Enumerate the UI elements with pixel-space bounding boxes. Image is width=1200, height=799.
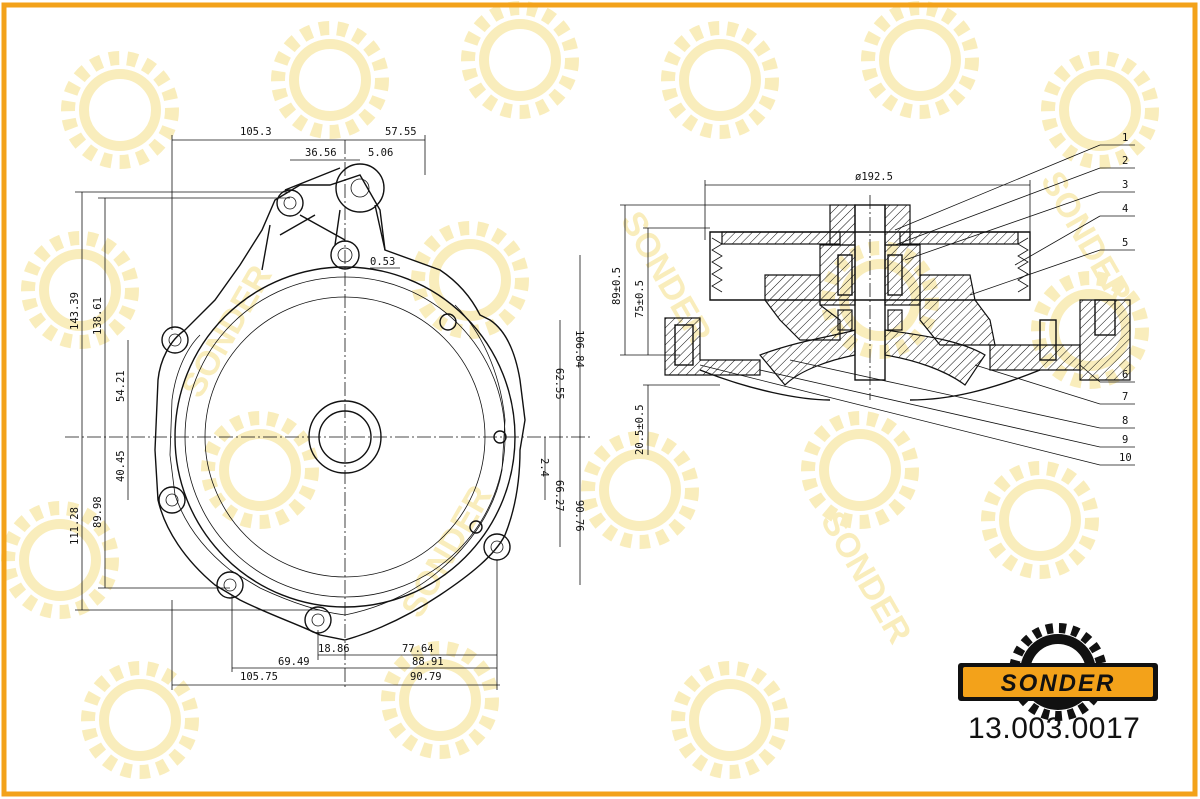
dim-top-0-53: 0.53 (370, 256, 395, 268)
callout-7: 7 (1122, 391, 1128, 403)
callout-5: 5 (1122, 237, 1128, 249)
dim-bottom-69-49: 69.49 (278, 656, 310, 668)
callout-9: 9 (1122, 434, 1128, 446)
dim-bottom-105-75: 105.75 (240, 671, 278, 683)
dim-left-54-21: 54.21 (115, 370, 127, 402)
dim-left-143-39: 143.39 (69, 292, 81, 330)
section-view: ø192.5 89±0.5 75±0.5 20.5±0.5 (611, 132, 1135, 466)
dim-diameter-192-5: ø192.5 (855, 171, 893, 183)
dim-right-90-76: 90.76 (573, 500, 585, 532)
dim-top-36-56: 36.56 (305, 147, 337, 159)
dim-right-66-27: 66.27 (553, 480, 565, 512)
callout-10: 10 (1119, 452, 1132, 464)
sonder-logo: SONDER (958, 623, 1158, 721)
callout-6: 6 (1122, 369, 1128, 381)
callout-8: 8 (1122, 415, 1128, 427)
dim-bottom-18-86: 18.86 (318, 643, 350, 655)
dim-height-20-5: 20.5±0.5 (634, 404, 646, 455)
dim-right-106-84: 106.84 (573, 330, 585, 368)
part-number: 13.003.0017 (968, 712, 1141, 745)
callout-3: 3 (1122, 179, 1128, 191)
callout-4: 4 (1122, 203, 1128, 215)
logo-text: SONDER (1001, 670, 1116, 697)
front-view-dimensions: 105.3 57.55 36.56 5.06 0.53 143.39 138.6… (69, 126, 585, 683)
dim-bottom-88-91: 88.91 (412, 656, 444, 668)
dim-top-57-55: 57.55 (385, 126, 417, 138)
dim-right-2-4: 2.4 (538, 458, 550, 477)
dim-left-111-28: 111.28 (69, 507, 81, 545)
watermark-text: SONDER (394, 479, 500, 624)
callout-2: 2 (1122, 155, 1128, 167)
callout-1: 1 (1122, 132, 1128, 144)
front-view (65, 135, 590, 690)
watermark-text: SONDER (174, 259, 280, 404)
dim-height-75: 75±0.5 (634, 280, 646, 318)
dim-bottom-90-79: 90.79 (410, 671, 442, 683)
dim-left-89-98: 89.98 (92, 496, 104, 528)
dim-left-138-61: 138.61 (92, 297, 104, 335)
dim-top-105-3: 105.3 (240, 126, 272, 138)
dim-top-5-06: 5.06 (368, 147, 393, 159)
dim-bottom-77-64: 77.64 (402, 643, 434, 655)
dim-left-40-45: 40.45 (115, 450, 127, 482)
dim-right-62-55: 62.55 (553, 368, 565, 400)
dim-height-89: 89±0.5 (611, 267, 623, 305)
